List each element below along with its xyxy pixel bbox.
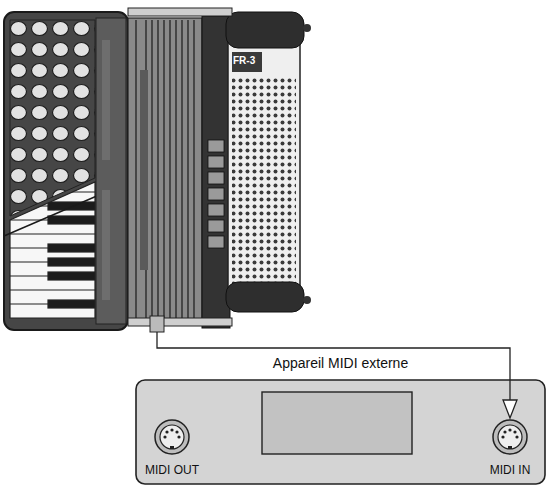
device-housing [136, 380, 545, 484]
port-label: MIDI OUT [138, 464, 206, 478]
device-title: Appareil MIDI externe [136, 355, 545, 371]
device-display [262, 392, 412, 454]
midi-device: Appareil MIDI externeMIDI OUTMIDI IN [136, 380, 545, 484]
model-logo: FR-3 [233, 55, 255, 67]
accordion: FR-3 [0, 0, 305, 332]
din-socket [493, 420, 527, 454]
midi-in-port: MIDI IN [480, 418, 540, 478]
arrow-head [503, 400, 517, 418]
port-label: MIDI IN [480, 464, 540, 478]
midi-out-port: MIDI OUT [138, 418, 206, 478]
din-socket [155, 420, 189, 454]
